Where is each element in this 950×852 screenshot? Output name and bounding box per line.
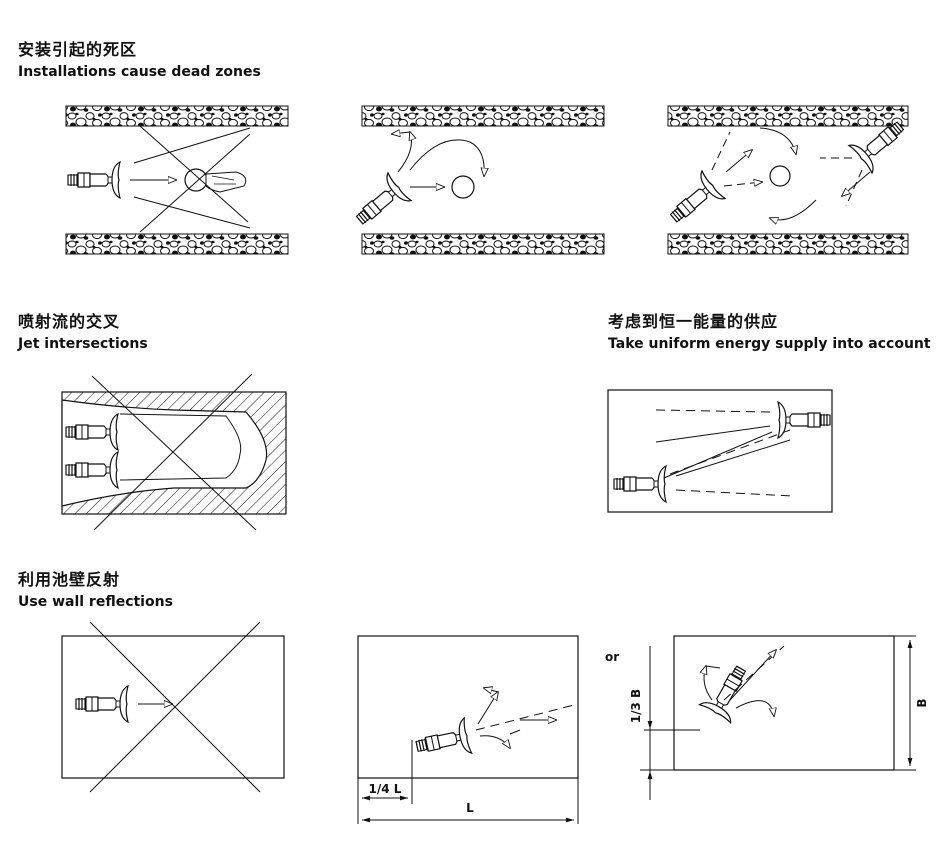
dim-third-breadth: 1/3 B [629, 689, 643, 723]
cross-mark [91, 375, 257, 531]
gravel-wall-bottom [667, 233, 909, 255]
or-label: or [605, 650, 619, 664]
panel-wall-reflection-2: 1/4 L L [357, 635, 579, 824]
dead-zones-title-en: Installations cause dead zones [18, 64, 261, 80]
gravel-wall-top [667, 105, 909, 127]
flow-arrow [759, 127, 796, 154]
mixer-icon [661, 170, 726, 233]
inner-flow-contour [119, 413, 242, 481]
dead-zone-shadow [205, 171, 247, 193]
panel-jet-intersections [61, 373, 287, 531]
obstacle-circle [451, 175, 475, 199]
jet-arrow [723, 182, 762, 186]
jet-intersections-title-zh: 喷射流的交叉 [18, 312, 121, 331]
uniform-energy-title-en: Take uniform energy supply into account [608, 336, 931, 352]
dim-quarter-length: 1/4 L [369, 782, 402, 796]
dead-zones-title-zh: 安装引起的死区 [18, 40, 138, 59]
flow-arrow [397, 132, 412, 173]
obstacle-circle [184, 168, 208, 192]
panel-dead-zone-1 [65, 105, 289, 255]
panel-wall-reflection-3: or 1/3 B B [605, 635, 929, 800]
dim-breadth: B [915, 698, 929, 707]
gravel-wall-top [65, 105, 289, 127]
basin-outline [357, 635, 579, 779]
basin-outline [61, 635, 285, 779]
panel-uniform-energy [607, 389, 833, 513]
uniform-energy-title-zh: 考虑到恒一能量的供应 [608, 312, 779, 331]
gravel-wall-bottom [361, 233, 605, 255]
wall-reflections-title-zh: 利用池壁反射 [18, 570, 121, 589]
dim-length: L [466, 801, 474, 815]
gravel-wall-bottom [65, 233, 289, 255]
wall-reflections-title-en: Use wall reflections [18, 594, 173, 610]
cross-mark [139, 133, 251, 233]
cross-mark [93, 373, 253, 531]
mixer-icon [347, 172, 412, 235]
flow-arrow [770, 199, 817, 220]
cross-mark [139, 125, 249, 223]
mixer-icon [67, 161, 121, 199]
basin-outline [607, 389, 833, 513]
panel-dead-zone-2 [347, 105, 605, 255]
cross-mark [89, 621, 261, 793]
panel-dead-zone-3 [661, 105, 913, 255]
panel-wall-reflection-1 [61, 621, 285, 793]
obstacle-circle [769, 165, 791, 187]
gravel-wall-top [361, 105, 605, 127]
flow-arrow [409, 139, 484, 176]
jet-intersections-title-en: Jet intersections [18, 336, 148, 352]
